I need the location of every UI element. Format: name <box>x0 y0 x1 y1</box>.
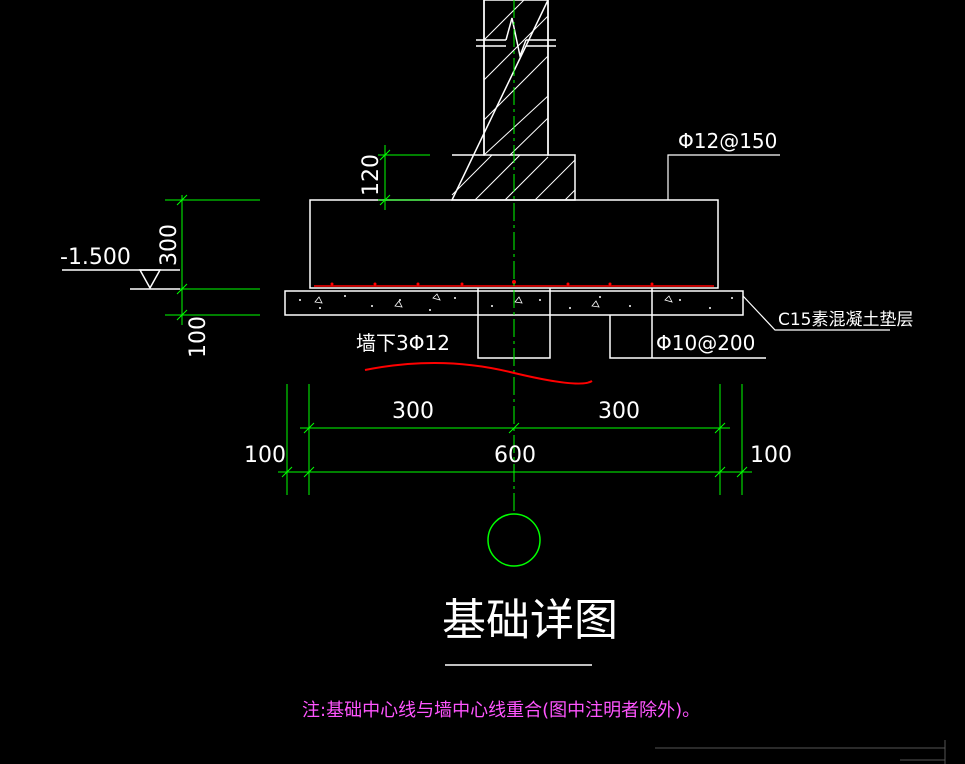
label-pad-layer: C15素混凝土垫层 <box>778 310 914 330</box>
dim-300-vertical: 300 <box>157 224 182 266</box>
label-bottom-rebar: Φ10@200 <box>656 331 755 355</box>
circle-axis-icon <box>487 513 541 567</box>
elevation-triangle-icon <box>62 269 180 290</box>
label-wall-rebar: 墙下3Φ12 <box>356 331 450 355</box>
red-annotation-stroke <box>364 361 593 385</box>
leader-lines <box>667 154 890 331</box>
elevation-label: -1.500 <box>60 245 131 270</box>
dim-300-left: 300 <box>392 399 434 424</box>
drawing-note: 注:基础中心线与墙中心线重合(图中注明者除外)。 <box>302 700 700 721</box>
break-line-icon <box>476 17 556 59</box>
dim-120: 120 <box>359 154 384 196</box>
label-top-rebar: Φ12@150 <box>678 129 777 153</box>
window-corner-lines <box>655 740 946 764</box>
drawing-title: 基础详图 <box>442 595 618 646</box>
dimension-lines <box>165 145 752 495</box>
dim-100-left: 100 <box>244 443 286 468</box>
dim-100-right: 100 <box>750 443 792 468</box>
footing-block <box>309 199 719 289</box>
dim-600: 600 <box>494 443 536 468</box>
dim-100-vertical: 100 <box>186 316 211 358</box>
wall-column <box>450 0 576 201</box>
dim-300-right: 300 <box>598 399 640 424</box>
